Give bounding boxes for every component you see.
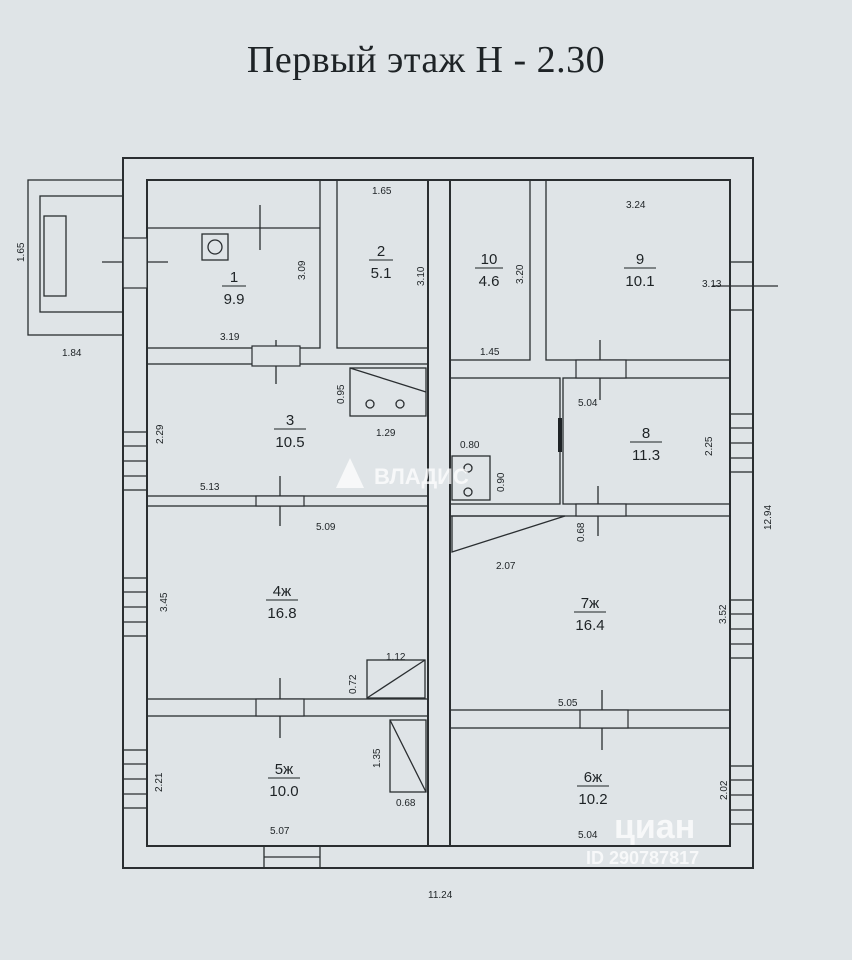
- stove-2-outline: [451, 455, 491, 501]
- dimension-label: 3.13: [702, 279, 722, 290]
- dimension-label: 5.04: [578, 830, 598, 841]
- closet-2-outline: [389, 719, 427, 793]
- dimension-label: 2.02: [719, 780, 730, 800]
- dimension-label: 5.05: [558, 698, 578, 709]
- room-2-area: 5.1: [371, 265, 392, 282]
- dimension-label: 11.24: [428, 890, 453, 901]
- outer-wall-outline: [122, 157, 754, 869]
- room-9-area: 10.1: [625, 273, 654, 290]
- vladis-watermark-text: ВЛАДИС: [374, 464, 469, 489]
- room-1-number: 1: [230, 269, 238, 286]
- dimension-label: 1.45: [480, 347, 500, 358]
- dimension-label: 0.68: [576, 522, 587, 542]
- stair-triangle: [451, 515, 566, 553]
- room-10-number: 10: [481, 251, 498, 268]
- room-5-area: 10.0: [269, 783, 298, 800]
- closet-2-diagonal: [389, 719, 427, 793]
- room-10-area: 4.6: [479, 273, 500, 290]
- stove-outline: [349, 367, 427, 417]
- room-8-area: 11.3: [632, 447, 660, 464]
- room-3-area: 10.5: [275, 434, 304, 451]
- dimension-label: 5.04: [578, 398, 598, 409]
- door-opening: [575, 359, 627, 379]
- room-7-area: 16.4: [575, 617, 604, 634]
- dimension-label: 0.80: [460, 440, 480, 451]
- dimension-label: 3.20: [515, 264, 526, 284]
- door-opening: [255, 495, 305, 507]
- porch-inner: [39, 195, 124, 313]
- dimension-label: 1.29: [376, 428, 396, 439]
- dimension-label: 12.94: [763, 505, 774, 530]
- dimension-label: 0.95: [336, 384, 347, 404]
- dimension-label: 1.65: [372, 186, 392, 197]
- dimension-label: 2.07: [496, 561, 516, 572]
- dimension-label: 3.24: [626, 200, 646, 211]
- dimension-label: 3.45: [159, 592, 170, 612]
- dimension-label: 0.72: [348, 674, 359, 694]
- room-10-outline: [449, 179, 531, 361]
- room-7-number: 7ж: [581, 595, 599, 612]
- dimension-label: 1.65: [16, 242, 27, 262]
- burner-icon: [395, 399, 405, 409]
- dimension-label: 5.09: [316, 522, 336, 533]
- vladis-watermark: ВЛАДИС: [336, 458, 469, 489]
- dimension-label: 3.09: [297, 260, 308, 280]
- vladis-logo-icon: [336, 458, 364, 488]
- room-1-area: 9.9: [224, 291, 245, 308]
- room-7-outline: [449, 515, 731, 711]
- room-4-outline: [146, 505, 429, 700]
- boiler-icon: [201, 233, 229, 261]
- dimension-label: 5.13: [200, 482, 220, 493]
- dimension-label: 1.84: [62, 348, 82, 359]
- door-opening: [255, 698, 305, 717]
- room-6-area: 10.2: [578, 791, 607, 808]
- dimension-label: 3.52: [718, 604, 729, 624]
- cian-watermark-text: циан: [614, 808, 695, 846]
- door-opening: [251, 345, 301, 367]
- stove-diagonal: [349, 367, 427, 393]
- dimension-label: 3.10: [416, 266, 427, 286]
- burner-icon: [463, 463, 473, 473]
- room-2-number: 2: [377, 243, 385, 260]
- room-8-number: 8: [642, 425, 650, 442]
- room-2-outline: [336, 179, 429, 349]
- dimension-label: 2.21: [154, 772, 165, 792]
- boiler-circle-icon: [207, 239, 223, 255]
- room-9-number: 9: [636, 251, 644, 268]
- plan-title: Первый этаж Н - 2.30: [246, 39, 606, 81]
- dimension-label: 1.35: [372, 748, 383, 768]
- room-6-number: 6ж: [584, 769, 602, 786]
- room-1-outline: [146, 179, 321, 349]
- dimension-label: 2.29: [155, 424, 166, 444]
- dimension-label: 0.90: [496, 472, 507, 492]
- burner-icon: [365, 399, 375, 409]
- dimension-label: 5.07: [270, 826, 290, 837]
- dimension-label: 0.68: [396, 798, 416, 809]
- porch-step: [43, 215, 67, 297]
- closet-diagonal: [366, 659, 426, 699]
- dimension-label: 1.12: [386, 652, 406, 663]
- cian-watermark: циан ID 290787817: [586, 808, 699, 868]
- cian-id-text: ID 290787817: [586, 848, 699, 868]
- room-4-number: 4ж: [273, 583, 291, 600]
- burner-icon: [463, 487, 473, 497]
- door-opening: [579, 709, 629, 729]
- closet-outline: [366, 659, 426, 699]
- room-4-area: 16.8: [267, 605, 296, 622]
- dimension-label: 3.19: [220, 332, 240, 343]
- room-3-number: 3: [286, 412, 294, 429]
- door-opening: [575, 503, 627, 517]
- door-opening: [122, 237, 148, 289]
- dimension-label: 2.25: [704, 436, 715, 456]
- room-5-number: 5ж: [275, 761, 293, 778]
